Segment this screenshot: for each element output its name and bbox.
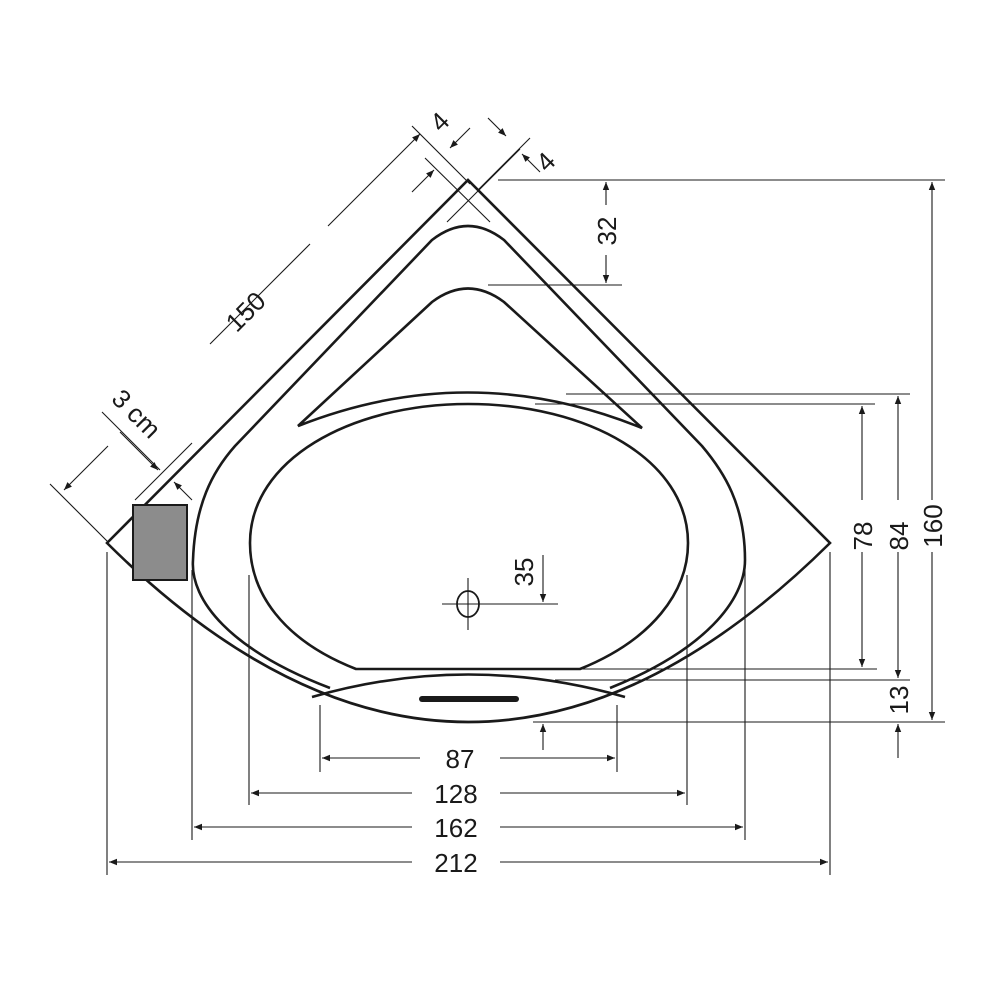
tub-outline	[105, 178, 832, 724]
dim-128: 128	[434, 779, 477, 809]
dim-162: 162	[434, 813, 477, 843]
dim-160: 160	[918, 504, 948, 547]
dim-87: 87	[446, 744, 475, 774]
dim-3cm: 3 cm	[106, 383, 167, 444]
dim-4b: 4	[530, 146, 561, 177]
dim-35: 35	[509, 558, 539, 587]
front-lens	[311, 673, 626, 699]
dim-150: 150	[220, 286, 272, 338]
backrest	[297, 287, 643, 430]
side-panel	[132, 504, 188, 581]
dim-4a: 4	[424, 106, 455, 137]
inner-rim	[191, 224, 747, 690]
basin	[248, 402, 690, 671]
dim-84: 84	[884, 522, 914, 551]
dim-32: 32	[592, 217, 622, 246]
dim-13: 13	[884, 686, 914, 715]
dim-212: 212	[434, 848, 477, 878]
dim-78: 78	[848, 522, 878, 551]
dimension-lines	[63, 117, 936, 866]
extension-lines	[49, 125, 945, 875]
